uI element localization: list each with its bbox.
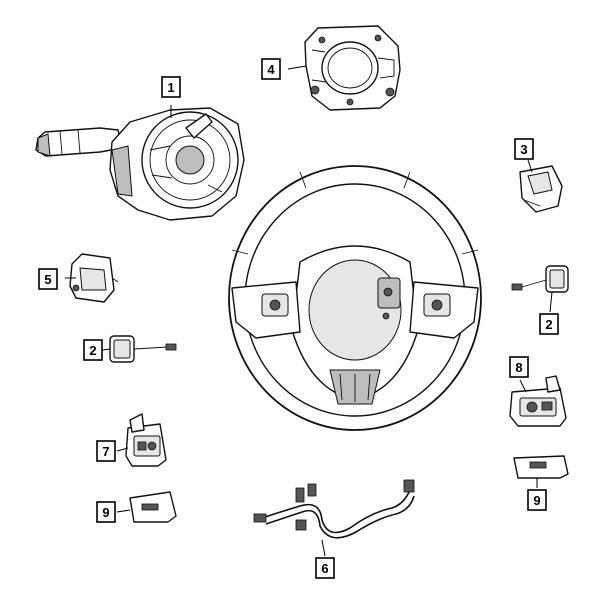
part-6-wiring-harness xyxy=(253,479,415,539)
callout-8: 8 xyxy=(509,356,529,378)
leader-lines xyxy=(65,65,553,557)
callout-5: 5 xyxy=(38,268,58,290)
part-4-clockspring-bracket xyxy=(304,25,401,111)
part-2-switch-right xyxy=(511,265,569,293)
callout-4: 4 xyxy=(261,58,281,80)
svg-text:5: 5 xyxy=(44,272,51,287)
svg-text:7: 7 xyxy=(102,444,109,459)
svg-text:9: 9 xyxy=(533,493,540,508)
svg-text:3: 3 xyxy=(520,142,527,157)
callout-2-right: 2 xyxy=(539,313,559,335)
callout-1: 1 xyxy=(161,76,181,98)
part-2-switch-left xyxy=(109,335,177,363)
svg-text:2: 2 xyxy=(89,343,96,358)
svg-text:4: 4 xyxy=(267,62,275,77)
part-5-switch-module xyxy=(69,253,119,303)
svg-text:6: 6 xyxy=(321,561,328,576)
svg-text:8: 8 xyxy=(515,360,522,375)
part-8-switch-assembly xyxy=(509,375,567,427)
steering-wheel xyxy=(228,165,482,431)
callout-3: 3 xyxy=(514,138,534,160)
part-9-cover-left xyxy=(129,491,177,523)
callout-2-left: 2 xyxy=(83,339,103,361)
part-1-multifunction-switch xyxy=(35,107,245,221)
part-3-switch-module xyxy=(519,165,563,213)
part-9-cover-right xyxy=(513,455,569,479)
callout-6: 6 xyxy=(315,557,335,579)
svg-text:2: 2 xyxy=(545,317,552,332)
callout-9-left: 9 xyxy=(96,501,116,523)
svg-text:9: 9 xyxy=(102,505,109,520)
part-7-switch-assembly xyxy=(125,413,167,467)
callout-9-right: 9 xyxy=(527,489,547,511)
callout-7: 7 xyxy=(96,440,116,462)
svg-text:1: 1 xyxy=(167,80,174,95)
